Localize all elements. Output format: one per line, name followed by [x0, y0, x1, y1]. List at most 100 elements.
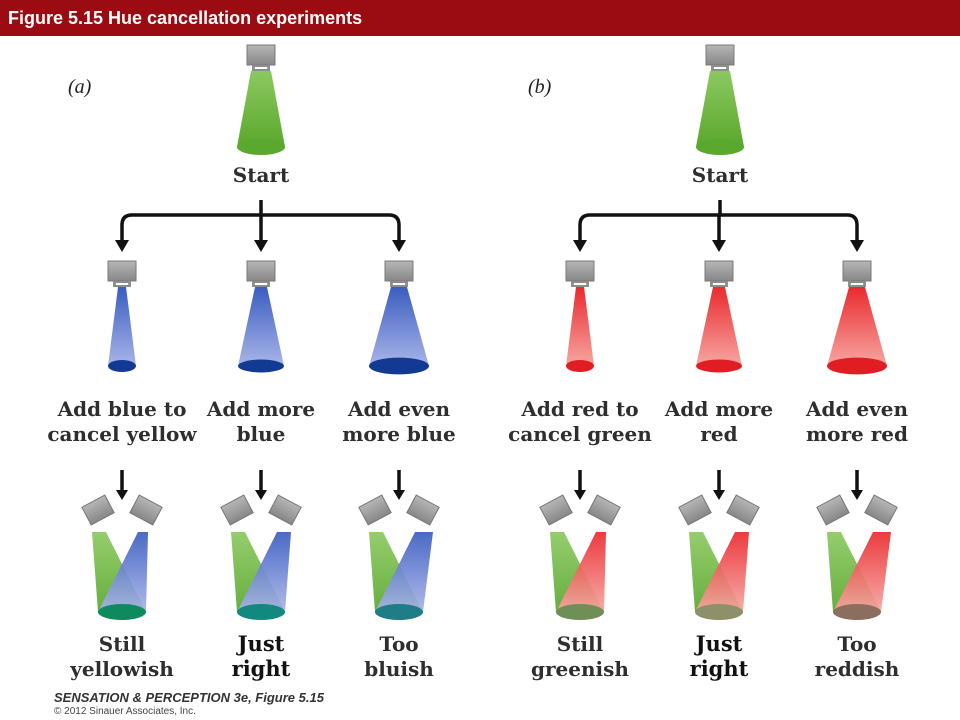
red-beam: [827, 287, 887, 366]
blue-spot: [369, 357, 429, 375]
step-arrow-head: [713, 490, 725, 500]
mixed-spot: [237, 604, 285, 620]
left-lamp-housing: [220, 494, 254, 526]
step-label-line: Add even: [347, 397, 451, 421]
lamp-housing: [704, 260, 734, 282]
left-lamp-housing: [816, 494, 850, 526]
right-lamp-housing: [268, 494, 302, 526]
left-lamp: [539, 494, 573, 526]
step-label-line: more red: [806, 422, 908, 446]
branch-arrowhead: [392, 240, 406, 252]
step-label-line: Add even: [805, 397, 909, 421]
right-lamp: [129, 494, 163, 526]
step-arrow-head: [851, 490, 863, 500]
result-label-line: Just: [236, 631, 285, 656]
right-lamp: [864, 494, 898, 526]
lamp-lens: [254, 283, 268, 285]
lamp-lens: [392, 283, 406, 285]
result-label-line: Just: [694, 631, 743, 656]
step-arrow-head: [393, 490, 405, 500]
lamp-housing: [384, 260, 414, 282]
step-label-line: Add blue to: [57, 397, 187, 421]
step-arrow-head: [255, 490, 267, 500]
step-arrow-head: [574, 490, 586, 500]
lamp-lens: [850, 283, 864, 285]
red-spot: [696, 359, 742, 373]
step-label-line: cancel yellow: [47, 422, 197, 446]
left-lamp-housing: [81, 494, 115, 526]
right-lamp-housing: [406, 494, 440, 526]
lamp-housing: [705, 44, 735, 66]
branch-arrowhead: [115, 240, 129, 252]
right-lamp-housing: [726, 494, 760, 526]
lamp-lens: [713, 67, 727, 69]
blue-mix-beam: [375, 532, 433, 612]
copyright-notice: © 2012 Sinauer Associates, Inc.: [54, 706, 196, 717]
lamp-lens: [573, 283, 587, 285]
mixed-spot: [375, 604, 423, 620]
step-label-line: blue: [237, 422, 286, 446]
right-lamp-housing: [587, 494, 621, 526]
step-label-line: cancel green: [508, 422, 652, 446]
result-label-line: Too: [837, 632, 876, 656]
start-beam: [237, 71, 285, 147]
right-lamp: [726, 494, 760, 526]
right-lamp-housing: [129, 494, 163, 526]
left-lamp: [678, 494, 712, 526]
branch-arrowhead: [254, 240, 268, 252]
branch-arrowhead: [850, 240, 864, 252]
red-mix-beam: [833, 532, 891, 612]
start-beam: [696, 71, 744, 147]
left-lamp: [816, 494, 850, 526]
start-spot: [696, 139, 744, 155]
blue-beam: [369, 287, 429, 366]
right-lamp-housing: [864, 494, 898, 526]
red-spot: [827, 357, 887, 375]
right-lamp: [406, 494, 440, 526]
step-label-line: Add red to: [520, 397, 638, 421]
left-lamp-housing: [358, 494, 392, 526]
blue-mix-beam: [98, 532, 148, 612]
left-lamp: [81, 494, 115, 526]
mixed-spot: [833, 604, 881, 620]
result-label-line: reddish: [815, 657, 900, 681]
book-citation: SENSATION & PERCEPTION 3e, Figure 5.15: [54, 690, 324, 705]
result-label-line: Too: [379, 632, 418, 656]
red-spot: [566, 360, 594, 372]
result-label-line: right: [232, 656, 291, 681]
blue-mix-beam: [237, 532, 291, 612]
result-label-line: right: [690, 656, 749, 681]
right-lamp: [587, 494, 621, 526]
red-beam: [696, 287, 742, 366]
branch-arrowhead: [712, 240, 726, 252]
step-arrow-head: [116, 490, 128, 500]
lamp-housing: [246, 260, 276, 282]
lamp-housing: [107, 260, 137, 282]
figure-title: Figure 5.15 Hue cancellation experiments: [8, 8, 363, 28]
branch-arrowhead: [573, 240, 587, 252]
right-lamp: [268, 494, 302, 526]
left-lamp: [220, 494, 254, 526]
mixed-spot: [556, 604, 604, 620]
blue-beam: [238, 287, 284, 366]
start-spot: [237, 139, 285, 155]
mixed-spot: [695, 604, 743, 620]
blue-beam: [108, 287, 136, 366]
start-label: Start: [233, 163, 290, 187]
left-lamp-housing: [539, 494, 573, 526]
result-label-line: Still: [99, 632, 146, 656]
blue-spot: [238, 359, 284, 373]
